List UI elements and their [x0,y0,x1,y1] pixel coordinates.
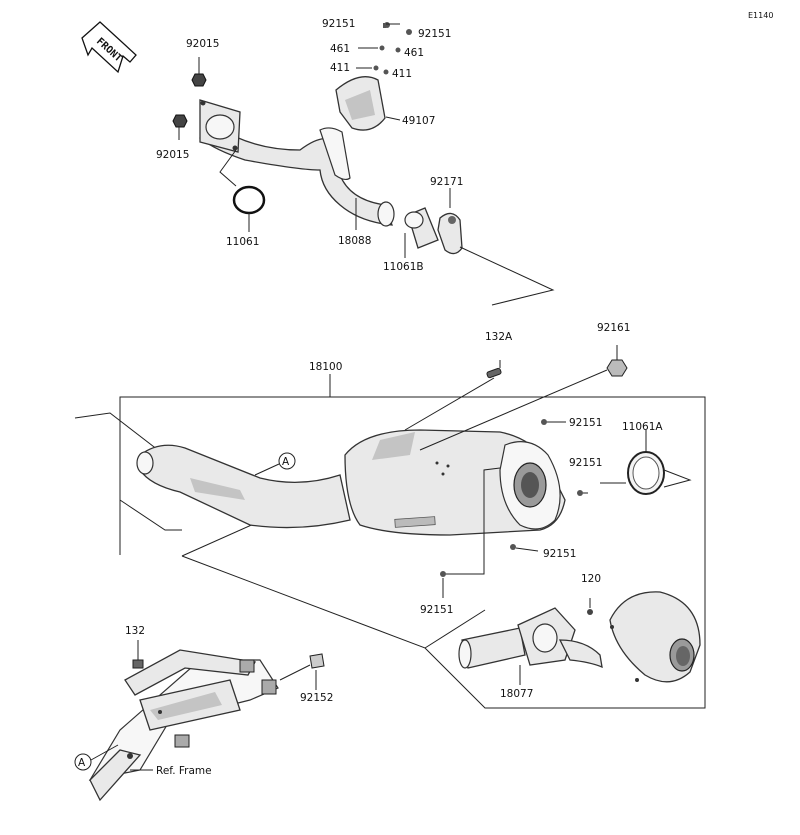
callout-a-lower: A [78,757,86,769]
label-11061: 11061 [226,236,259,248]
label-92151-a: 92151 [322,18,355,30]
muffler-hardware [254,345,692,598]
label-411-b: 411 [392,68,412,80]
label-92151-d: 92151 [569,457,602,469]
label-18088: 18088 [338,235,371,247]
front-arrow-icon: FRONT [81,21,137,74]
label-11061b: 11061B [383,261,424,273]
silencer-insert-18077 [458,598,603,685]
frame-bracket [74,640,325,802]
end-cap [609,591,701,683]
label-120: 120 [581,573,601,585]
label-92161: 92161 [597,322,630,334]
label-92151-b: 92151 [418,28,451,40]
muffler-18100 [136,429,566,536]
label-92152: 92152 [300,692,333,704]
label-11061a: 11061A [622,421,663,433]
diagram-id: E1140 [748,11,773,20]
label-92015-top: 92015 [186,38,219,50]
label-18100: 18100 [309,361,342,373]
label-132: 132 [125,625,145,637]
label-ref-frame: Ref. Frame [156,765,212,777]
label-92151-e: 92151 [543,548,576,560]
top-leader-lines [178,23,555,306]
header-pipe-assembly [172,22,463,255]
label-461-a: 461 [330,43,350,55]
label-461-b: 461 [404,47,424,59]
label-49107: 49107 [402,115,435,127]
label-132a: 132A [485,331,513,343]
label-18077: 18077 [500,688,533,700]
callout-a-upper: A [282,456,290,468]
label-92151-f: 92151 [420,604,453,616]
label-411-a: 411 [330,62,350,74]
label-92171: 92171 [430,176,463,188]
label-92151-c: 92151 [569,417,602,429]
label-92015-bottom: 92015 [156,149,189,161]
